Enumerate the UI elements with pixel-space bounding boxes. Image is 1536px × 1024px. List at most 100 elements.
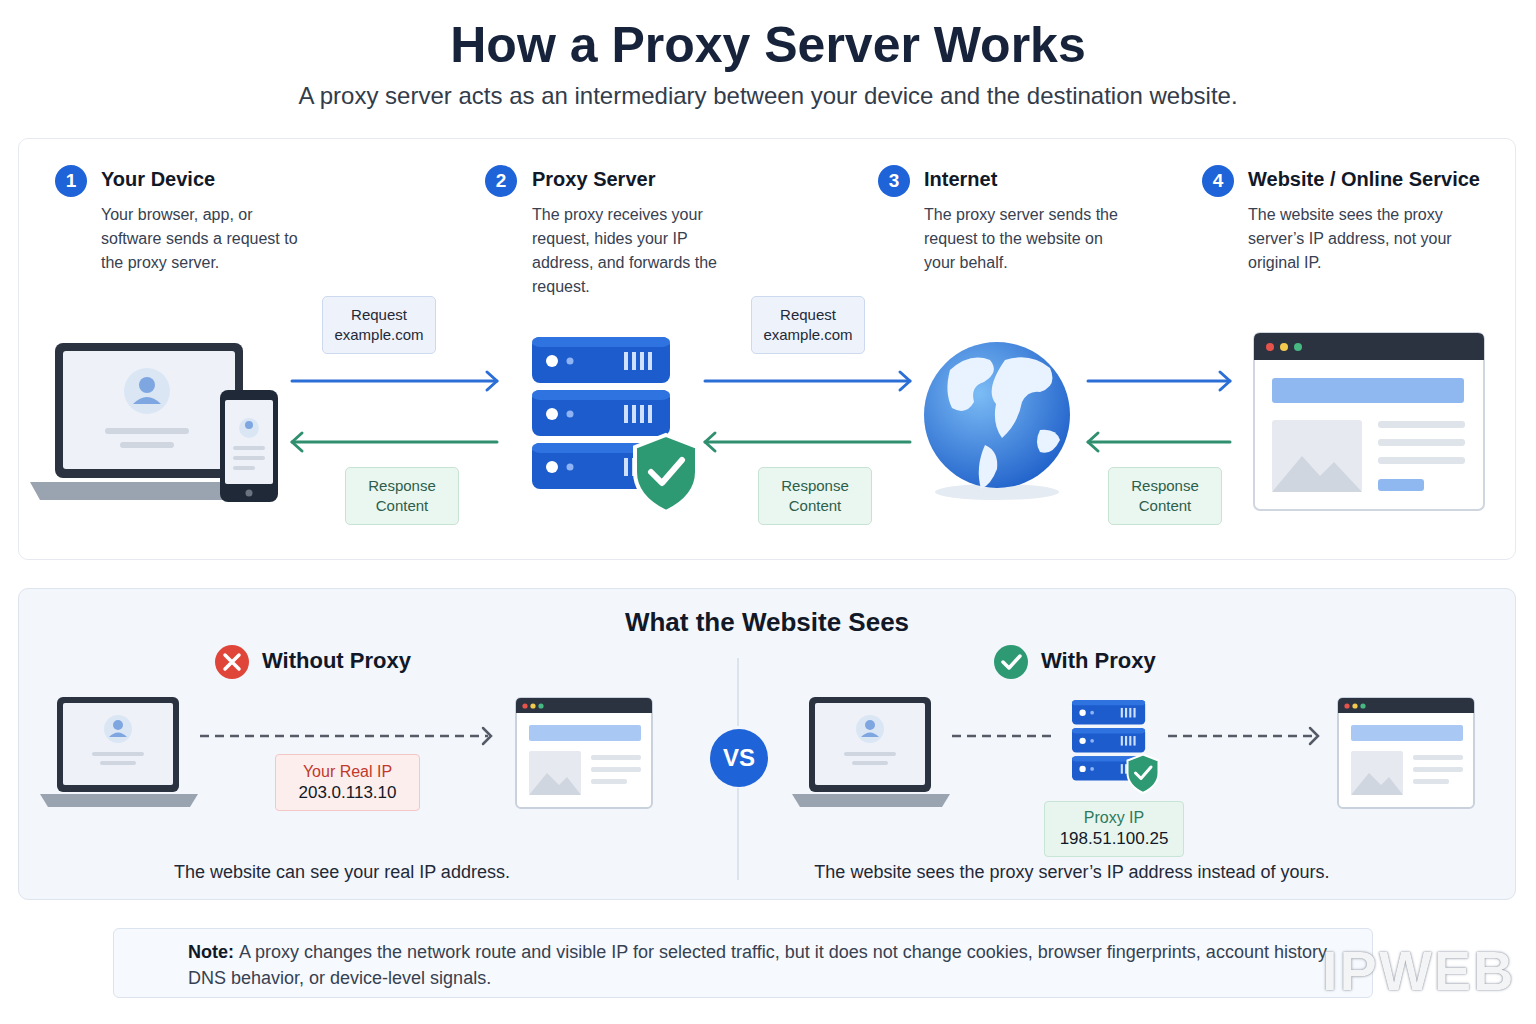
diagram-title: How a Proxy Server Works [0,16,1536,74]
arrow-line [705,441,910,444]
arrow-head [705,433,715,451]
comparison-panel: What the Website SeesYour Real IP203.0.1… [18,588,1516,900]
illustration-part [245,421,253,429]
step-number-circle: 3 [878,165,910,197]
illustration-part [532,337,670,489]
flow-arrow [1088,372,1230,390]
step-column: InternetThe proxy server sends the reque… [910,165,1088,510]
illustration-part [246,490,253,497]
globe-illustration [924,342,1070,500]
edge-label-box: Request example.com [322,296,436,354]
arrow-line [292,380,497,383]
ip-caption: Your Real IP [303,762,392,782]
illustration-part [1272,456,1362,492]
flow-arrow [292,433,497,451]
illustration-part [55,343,243,478]
step-column: Website / Online ServiceThe website sees… [1230,165,1510,510]
edge-label-box: Response Content [345,467,459,525]
step-description: The proxy server sends the request to th… [924,203,1136,275]
arrow-head [1220,372,1230,390]
step-heading: Proxy Server [532,168,655,191]
illustration-part [935,484,1059,500]
step-description: The proxy receives your request, hides y… [532,203,727,299]
step-column: Proxy ServerThe proxy receives your requ… [497,165,705,510]
step-number-circle: 4 [1202,165,1234,197]
illustration-part [1037,430,1060,453]
illustration-part [979,445,998,489]
step-column: Your DeviceYour browser, app, or softwar… [30,165,292,510]
illustration-part [225,400,273,484]
illustration-part [63,351,235,469]
arrow-line [1088,441,1230,444]
illustration-part [233,456,265,460]
note-text-wrap: Note:A proxy changes the network route a… [188,939,1348,991]
step-number: 2 [496,170,507,192]
vs-text: VS [723,744,755,772]
illustration-part [105,428,189,434]
illustration-part [124,368,170,414]
step-heading: Your Device [101,168,215,191]
ip-value: 198.51.100.25 [1060,828,1169,850]
illustration-part [1272,378,1464,403]
arrow-line [1088,380,1230,383]
edge-label: Request example.com [333,305,425,345]
edge-label-box: Response Content [758,467,872,525]
step-number: 4 [1213,170,1224,192]
section-note: The website sees the proxy server’s IP a… [722,862,1422,883]
illustration-part [1378,479,1424,491]
proxy-server-illustration [532,337,697,512]
step-description: The website sees the proxy server’s IP a… [1248,203,1480,275]
watermark-text: IPWEB [1322,938,1516,1003]
panel-heading: What the Website Sees [19,607,1515,638]
step-heading: Website / Online Service [1248,168,1480,191]
flow-arrow [705,433,910,451]
illustration-part [133,397,161,404]
section-note: The website can see your real IP address… [0,862,692,883]
illustration-part [120,442,174,448]
illustration-part [233,446,265,450]
ip-value: 203.0.113.10 [299,782,397,804]
subtitle-text: A proxy server acts as an intermediary b… [0,82,1536,110]
note-lead: Note: [188,942,234,962]
step-number: 1 [66,170,77,192]
edge-label-box: Request example.com [751,296,865,354]
arrow-line [292,441,497,444]
edge-label: Response Content [769,476,861,516]
ip-caption: Proxy IP [1084,808,1144,828]
vs-circle: VS [710,729,768,787]
note-box: Note:A proxy changes the network route a… [113,928,1373,998]
flow-arrow [1088,433,1230,451]
step-description: Your browser, app, or software sends a r… [101,203,301,275]
edge-label: Request example.com [762,305,854,345]
arrow-head [900,372,910,390]
illustration-part [1254,333,1484,510]
device-illustration [30,343,278,502]
step-number: 3 [889,170,900,192]
arrow-head [487,372,497,390]
illustration-part [1280,343,1288,351]
illustration-part [992,357,1053,438]
edge-label-box: Response Content [1108,467,1222,525]
section-heading: Without Proxy [262,648,411,674]
illustration-part [947,358,993,411]
step-number-circle: 2 [485,165,517,197]
illustration-part [635,435,697,512]
illustration-part [233,466,255,470]
illustration-part [924,342,1070,488]
arrow-line [705,380,910,383]
illustration-part [1266,343,1274,351]
section-heading: With Proxy [1041,648,1156,674]
illustration-part [30,482,262,500]
illustration-part [220,390,278,502]
edge-label: Response Content [1119,476,1211,516]
website-illustration [1254,333,1484,510]
illustration-part [139,377,155,393]
arrow-head [1088,433,1098,451]
illustration-part [1272,420,1362,492]
note-body: A proxy changes the network route and vi… [188,942,1331,988]
illustration-part [1378,439,1465,446]
illustration-part [1378,421,1465,428]
ip-address-box: Your Real IP203.0.113.10 [275,754,420,811]
illustration-part [239,418,259,438]
